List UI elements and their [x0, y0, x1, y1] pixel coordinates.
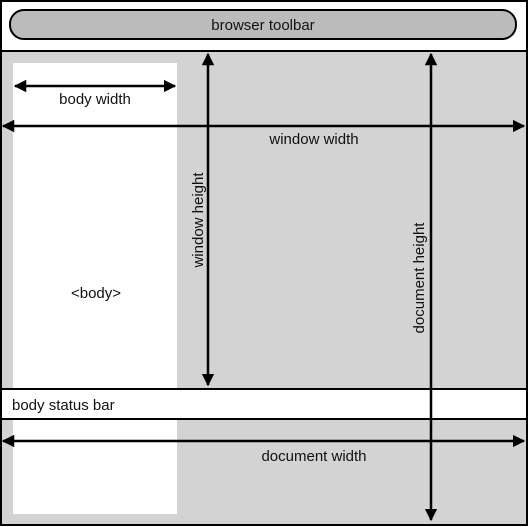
body-width-label: body width	[59, 91, 131, 108]
document-width-label: document width	[261, 448, 366, 465]
body-region-lower	[13, 420, 177, 514]
body-label: <body>	[71, 285, 121, 302]
status-bar-label: body status bar	[12, 397, 115, 414]
toolbar-label: browser toolbar	[211, 17, 314, 34]
document-height-label: document height	[411, 222, 428, 334]
window-height-label: window height	[190, 172, 207, 269]
window-width-label: window width	[268, 131, 358, 148]
body-region	[13, 63, 177, 389]
browser-toolbar	[9, 9, 517, 40]
body-status-bar	[0, 388, 528, 420]
